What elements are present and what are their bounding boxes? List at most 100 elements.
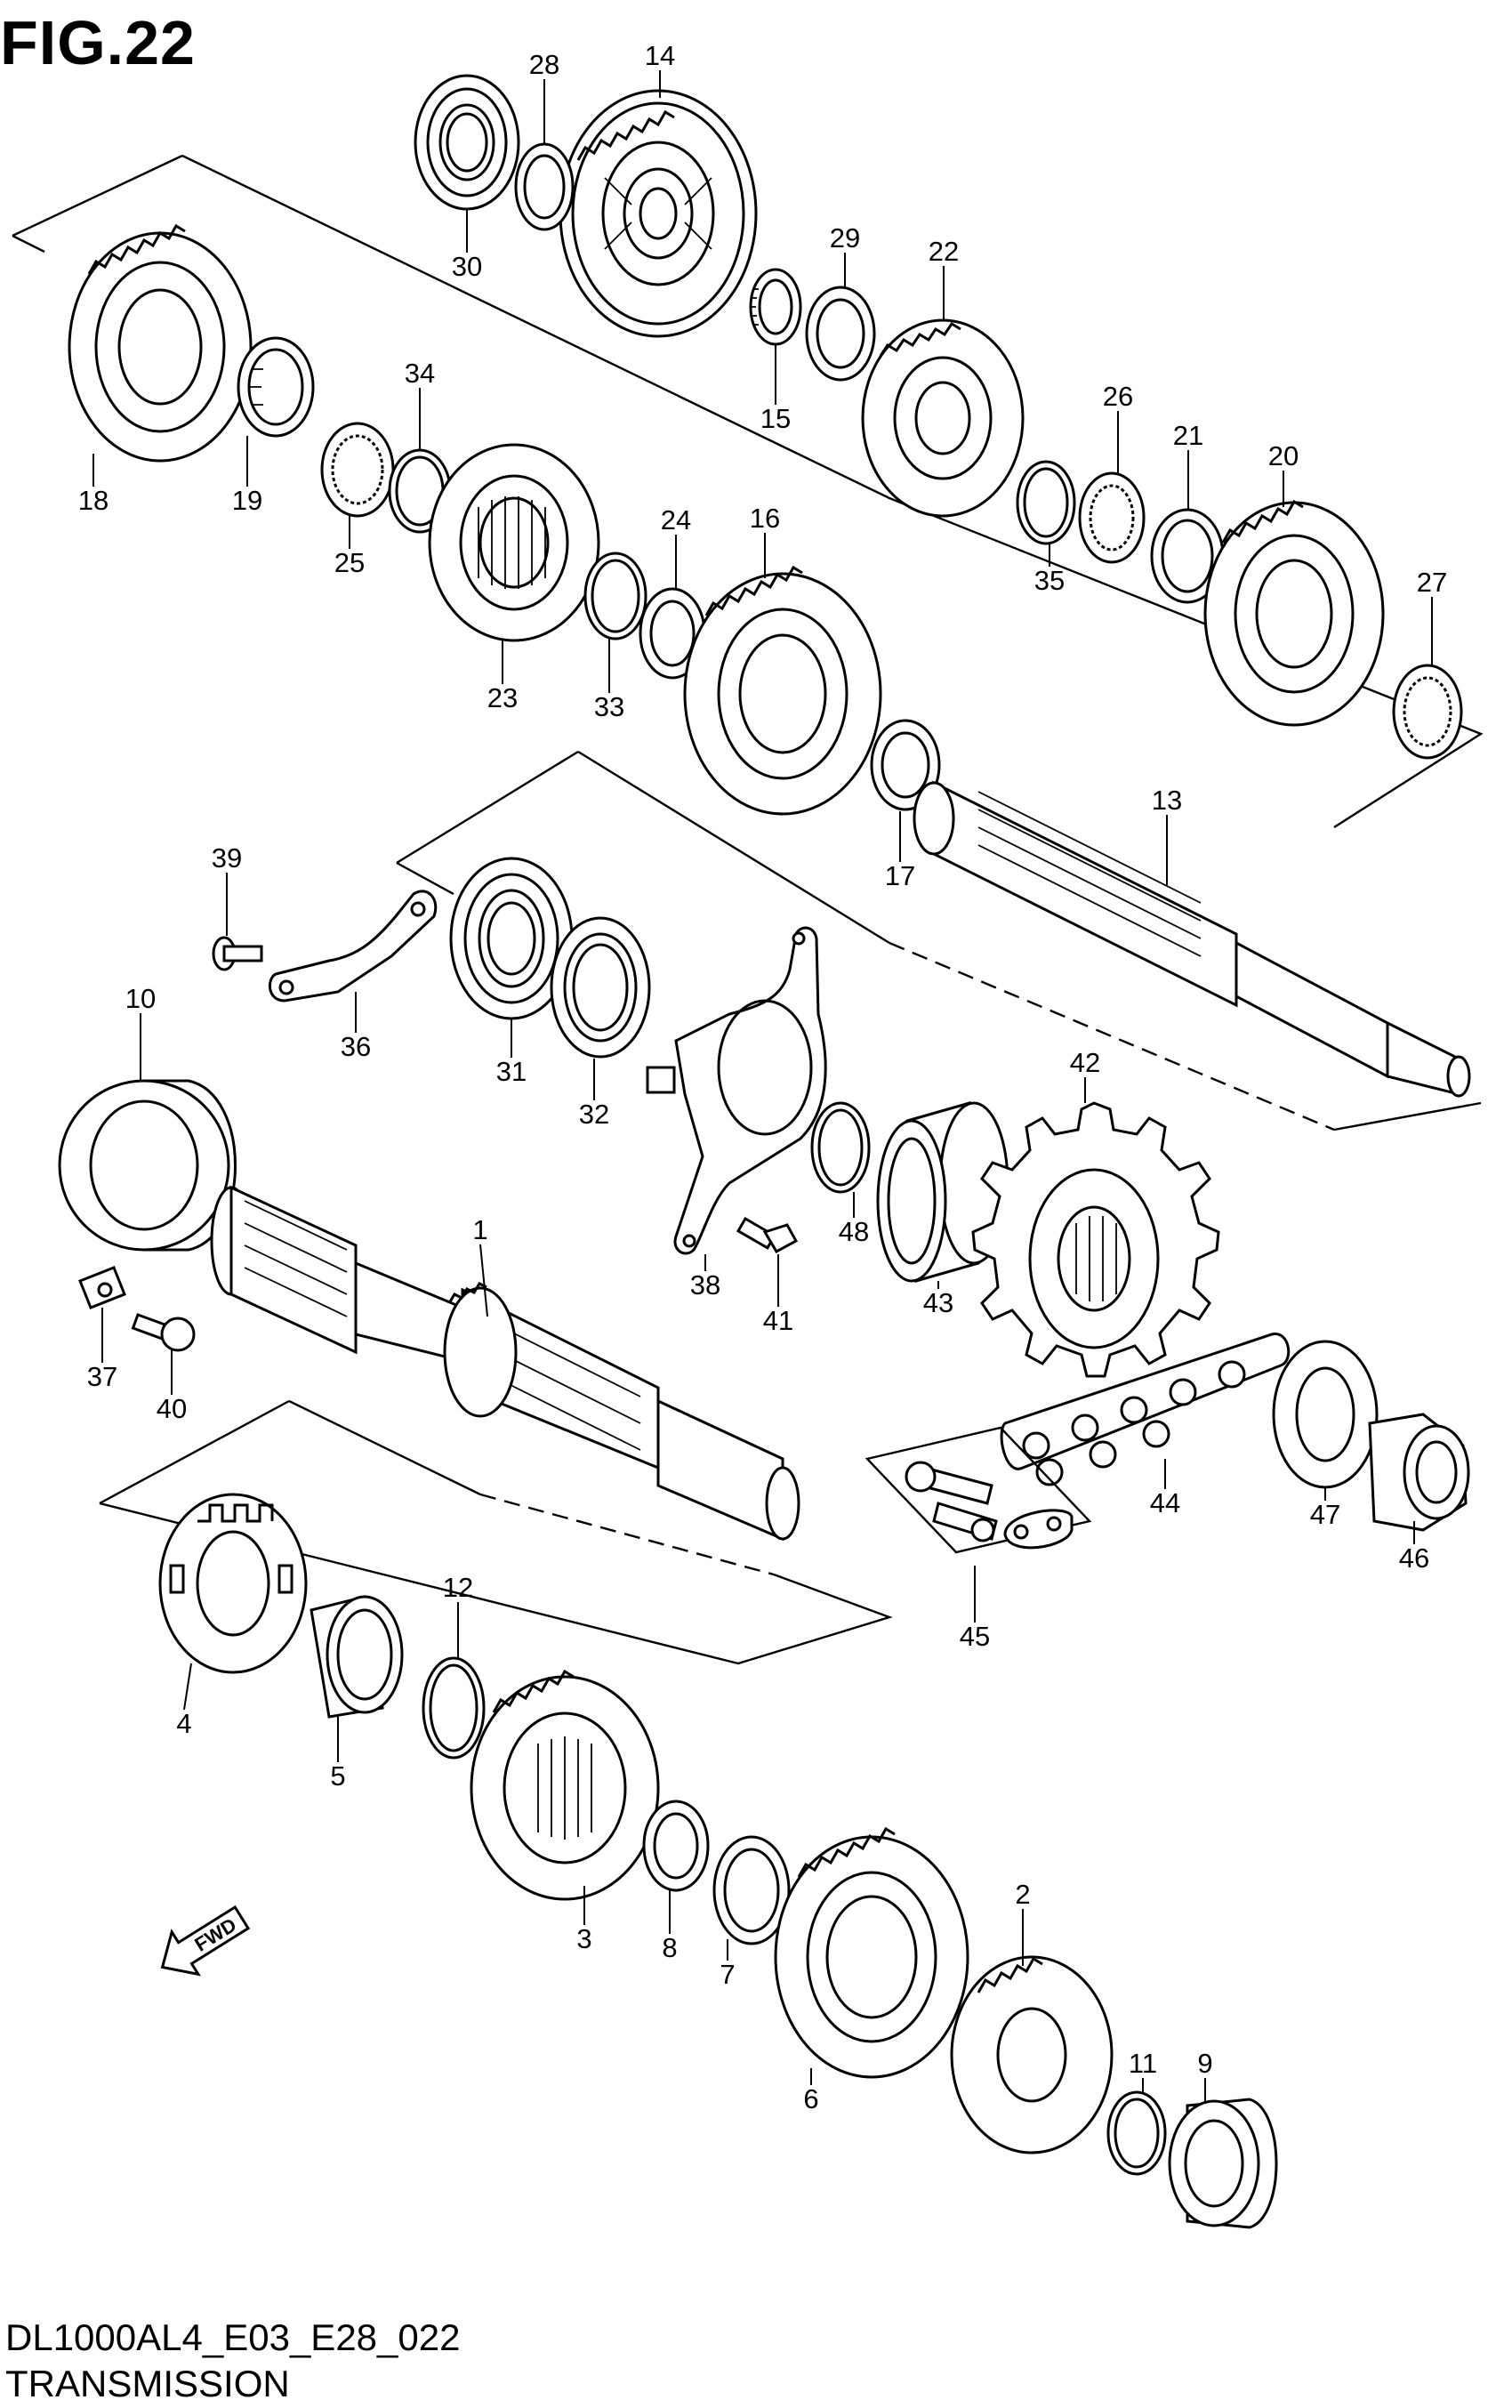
countershaft-13: [913, 780, 1471, 1098]
callout-label-32: 32: [579, 1099, 609, 1130]
callout-label-4: 4: [176, 1708, 191, 1739]
callout-label-9: 9: [1197, 2048, 1212, 2079]
callout-label-41: 41: [763, 1305, 793, 1336]
callout-label-47: 47: [1310, 1499, 1340, 1530]
callout-label-20: 20: [1268, 440, 1299, 471]
callout-label-1: 1: [472, 1214, 487, 1245]
countershaft-group-outline: [12, 154, 1484, 829]
needle-bearing-15: [749, 268, 802, 346]
callout-label-16: 16: [750, 503, 780, 534]
fwd-arrow-icon: FWD: [160, 1905, 251, 1977]
figure-title: FIG.22: [0, 8, 196, 77]
callout-label-35: 35: [1034, 565, 1065, 596]
callout-label-42: 42: [1070, 1047, 1100, 1078]
callout-label-43: 43: [923, 1287, 953, 1318]
callout-label-33: 33: [594, 691, 624, 722]
bushing-17: [870, 719, 941, 811]
callout-label-11: 11: [1129, 2048, 1157, 2079]
sprocket-42: [971, 1101, 1220, 1378]
gear-2: [950, 1955, 1114, 2154]
washer-29: [805, 286, 876, 382]
callout-label-13: 13: [1152, 785, 1182, 816]
plate-38: [646, 926, 827, 1255]
callout-label-40: 40: [157, 1393, 187, 1424]
gear-23: [428, 443, 600, 642]
callout-label-12: 12: [443, 1572, 473, 1603]
chain-joint-kit-45: [865, 1426, 1092, 1554]
callout-label-27: 27: [1417, 567, 1447, 598]
washer-11: [1106, 2090, 1167, 2176]
bolt-40: [131, 1313, 196, 1352]
lower-group-outline: [99, 1399, 893, 1665]
gear-14: [559, 89, 758, 338]
callout-label-46: 46: [1399, 1542, 1429, 1574]
middle-group-outline: [396, 750, 1482, 1132]
callout-label-34: 34: [405, 358, 435, 389]
callout-label-5: 5: [330, 1760, 345, 1792]
washer-26: [1078, 471, 1146, 564]
o-ring-48: [810, 1101, 871, 1194]
callout-label-22: 22: [929, 236, 959, 267]
washer-27: [1392, 664, 1463, 760]
callout-label-45: 45: [960, 1621, 990, 1652]
callout-label-24: 24: [661, 504, 691, 536]
callout-label-29: 29: [830, 222, 860, 254]
bushing-7: [712, 1835, 791, 1945]
gear-16: [683, 565, 882, 816]
callout-label-6: 6: [803, 2083, 818, 2114]
washer-8: [642, 1800, 710, 1892]
callout-label-25: 25: [334, 547, 365, 578]
callout-leader-1: [479, 1244, 488, 1317]
callout-label-18: 18: [78, 485, 109, 516]
nut-46: [1368, 1413, 1470, 1532]
circlip-12: [422, 1656, 486, 1760]
bearing-10: [58, 1079, 237, 1252]
bolt-41: [736, 1216, 799, 1254]
washer-47: [1272, 1340, 1379, 1489]
callout-label-21: 21: [1173, 420, 1203, 451]
bearing-9: [1168, 2098, 1278, 2229]
callout-label-3: 3: [576, 1923, 591, 1954]
callout-label-38: 38: [690, 1269, 720, 1301]
callout-label-44: 44: [1150, 1487, 1180, 1518]
callout-leader-4: [183, 1663, 192, 1711]
gear-22: [861, 318, 1025, 518]
callout-label-31: 31: [496, 1056, 527, 1087]
gear-18: [68, 223, 253, 463]
chain-44: [1000, 1333, 1291, 1486]
washer-25: [320, 422, 395, 518]
oil-seal-32: [550, 916, 651, 1059]
callout-label-36: 36: [341, 1031, 371, 1062]
callout-label-30: 30: [452, 251, 482, 282]
washer-37: [78, 1266, 126, 1309]
plate-36: [268, 890, 438, 1003]
gear-20: [1203, 499, 1385, 727]
figure-name: TRANSMISSION: [5, 2363, 290, 2404]
callout-label-48: 48: [839, 1216, 869, 1247]
washer-28: [514, 142, 575, 231]
callout-label-19: 19: [232, 485, 262, 516]
callout-label-10: 10: [125, 983, 156, 1014]
callout-label-14: 14: [645, 40, 675, 71]
driveshaft-1: [210, 1185, 800, 1542]
circlip-33: [583, 552, 647, 640]
callout-label-37: 37: [87, 1361, 117, 1392]
spacer-43: [876, 1101, 1009, 1283]
bushing-19: [237, 336, 315, 438]
callout-label-2: 2: [1015, 1879, 1030, 1910]
callout-label-15: 15: [760, 403, 791, 434]
bushing-5: [310, 1595, 404, 1719]
callout-label-7: 7: [720, 1959, 735, 1990]
gear-3: [470, 1669, 660, 1901]
callout-label-28: 28: [529, 49, 559, 80]
gear-6: [774, 1826, 969, 2079]
circlip-35: [1016, 460, 1076, 545]
callout-label-23: 23: [487, 682, 518, 713]
callout-label-17: 17: [885, 860, 915, 891]
callout-label-39: 39: [212, 842, 242, 874]
gear-4: [158, 1493, 308, 1674]
screw-39: [212, 936, 263, 971]
callout-label-26: 26: [1103, 381, 1133, 412]
